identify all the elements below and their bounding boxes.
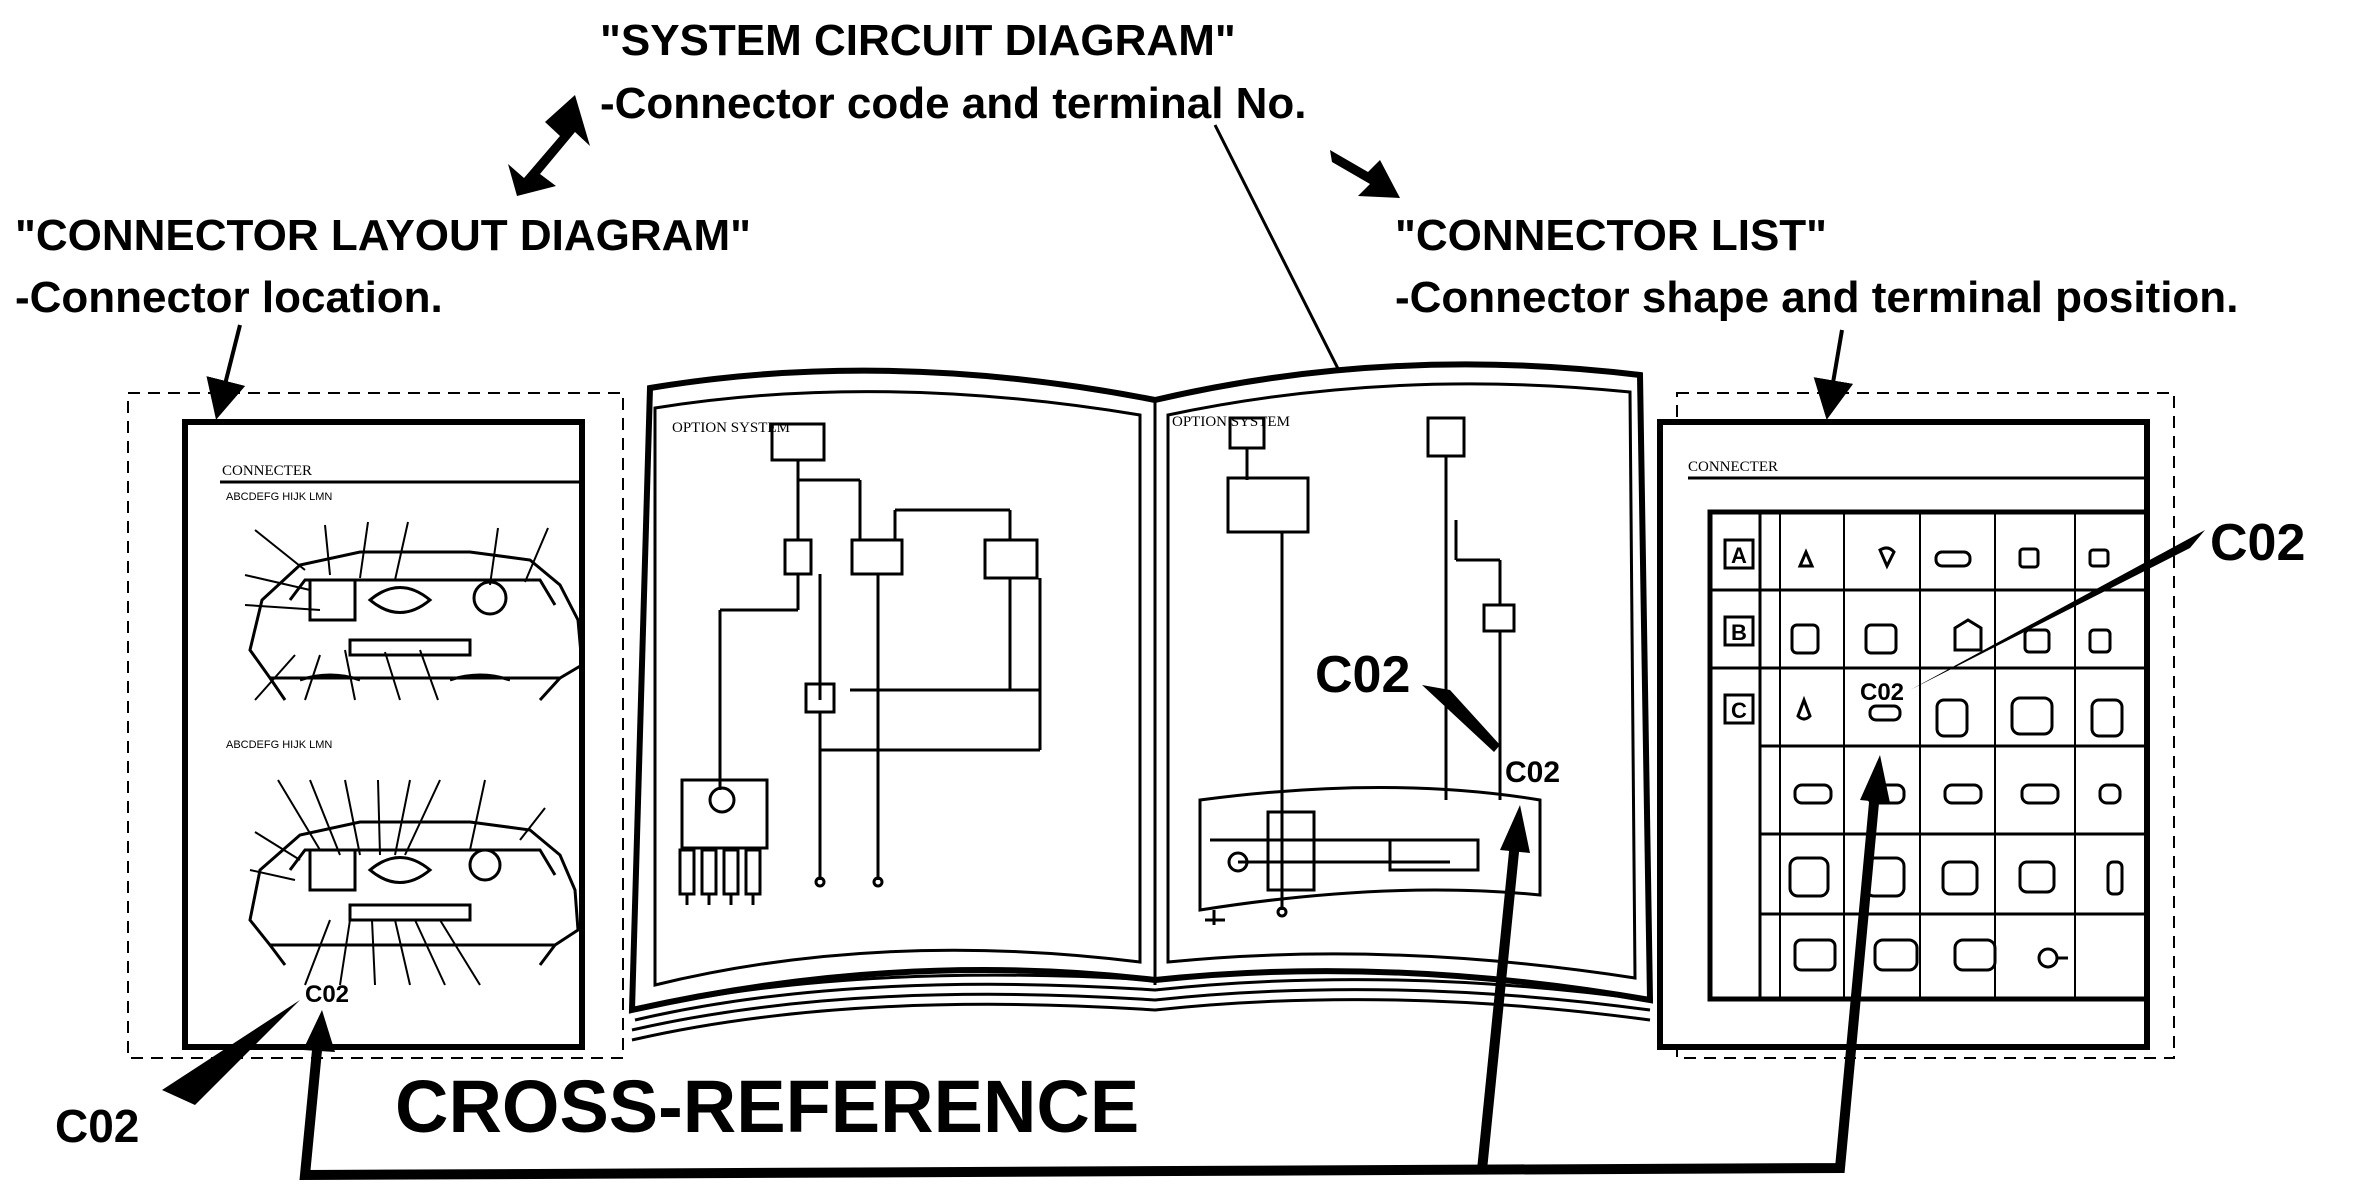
connector-list-caption: "CONNECTOR LIST" -Connector shape and te… [1395, 211, 2238, 322]
layout-diagram-subtitle: -Connector location. [15, 273, 443, 322]
leader-lines-view2 [249, 779, 546, 986]
layout-diagram-title: "CONNECTOR LAYOUT DIAGRAM" [15, 211, 751, 260]
row-label-b: B [1731, 620, 1747, 645]
vehicle-engine-bay-front-view [248, 820, 580, 966]
leader-lines-view1 [244, 521, 549, 701]
cross-ref-arrowhead-list-icon [1860, 755, 1890, 803]
circuit-connector-code: C02 [1505, 756, 1560, 789]
connector-list-title: "CONNECTOR LIST" [1395, 211, 1827, 260]
layout-connector-code: C02 [305, 981, 349, 1008]
system-circuit-title: "SYSTEM CIRCUIT DIAGRAM" [600, 16, 1236, 65]
layout-callout-pointer-icon [162, 1000, 300, 1105]
layout-diagram-page: CONNECTER ABCDEFG HIJK LMN ABCDEFG HIJK … [127, 392, 624, 1059]
cross-reference-label: CROSS-REFERENCE [395, 1065, 1139, 1148]
connector-list-page-heading: CONNECTER [1688, 459, 1778, 475]
arrow-to-connector-list-icon [1330, 150, 1400, 198]
pointer-to-layout-page [206, 324, 246, 420]
layout-diagram-caption: "CONNECTOR LAYOUT DIAGRAM" -Connector lo… [15, 211, 751, 322]
system-circuit-book: OPTION SYSTEM OPTION SYSTEM [628, 361, 1654, 1042]
circuit-callout-pointer-icon [1422, 685, 1500, 752]
right-page-circuit [1198, 416, 1542, 925]
system-circuit-caption: "SYSTEM CIRCUIT DIAGRAM" -Connector code… [600, 16, 1307, 128]
connector-list-page: CONNECTER A B C [1657, 392, 2175, 1059]
system-circuit-subtitle: -Connector code and terminal No. [600, 79, 1307, 128]
list-connector-code: C02 [1860, 679, 1904, 706]
circuit-callout-code: C02 [1315, 646, 1410, 704]
cross-ref-arrowhead-layout-icon [303, 1010, 335, 1052]
circuit-left-page-heading: OPTION SYSTEM [672, 420, 790, 436]
arrow-to-layout-icon [508, 95, 590, 196]
layout-page-heading: CONNECTER [222, 463, 312, 479]
cross-ref-arrowhead-circuit-icon [1500, 805, 1530, 853]
layout-view2-label: ABCDEFG HIJK LMN [226, 739, 332, 751]
connector-grid [1707, 509, 2150, 1002]
cross-reference-lines [299, 791, 1880, 1181]
pointer-to-list-page [1813, 329, 1854, 420]
layout-view1-label: ABCDEFG HIJK LMN [226, 491, 332, 503]
list-callout-code: C02 [2210, 514, 2305, 572]
left-page-circuit [678, 422, 1042, 905]
connector-list-subtitle: -Connector shape and terminal position. [1395, 273, 2238, 322]
list-callout-pointer-icon [1910, 530, 2205, 690]
layout-callout-code: C02 [55, 1100, 139, 1152]
row-label-c: C [1731, 698, 1747, 723]
row-label-a: A [1731, 543, 1747, 568]
